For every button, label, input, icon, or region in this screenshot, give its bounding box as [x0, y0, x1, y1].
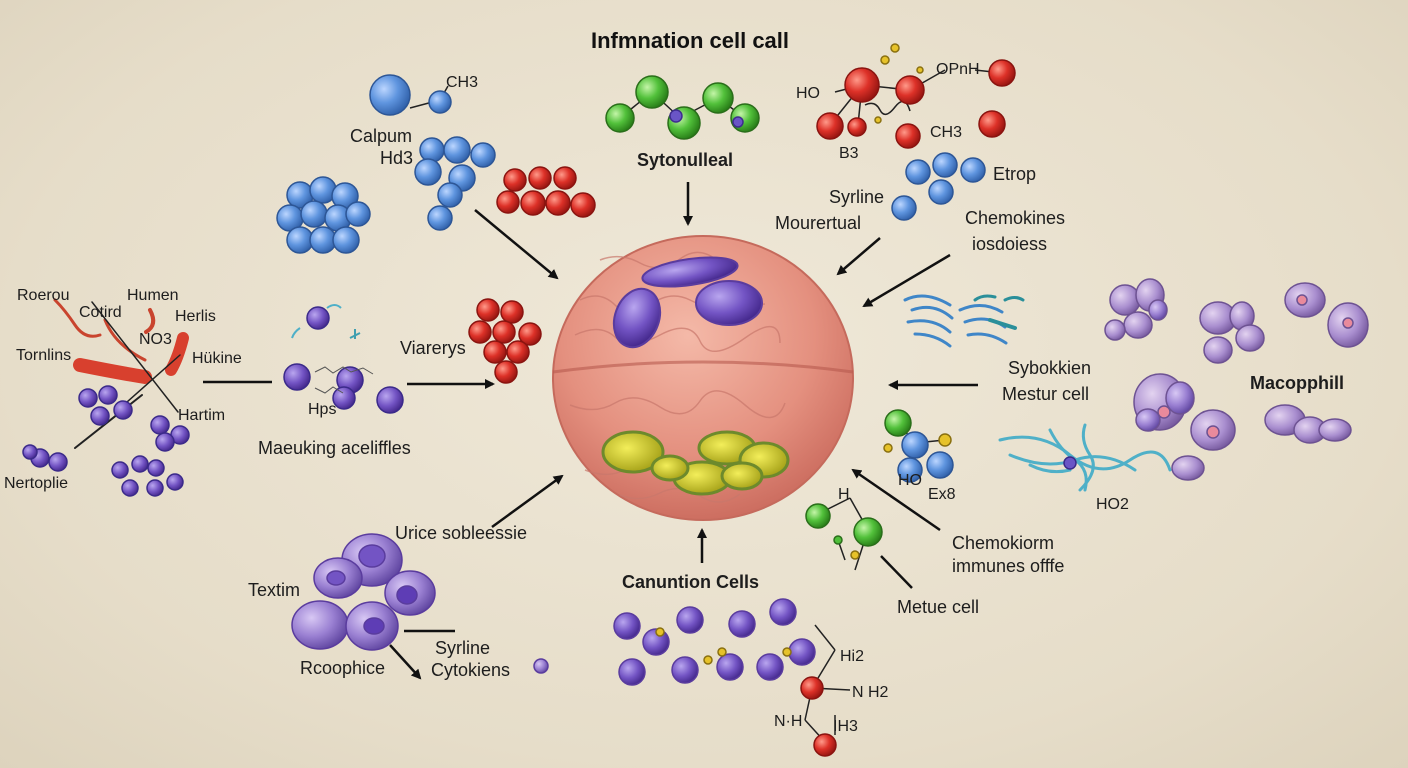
red-molecule-bottom: [800, 624, 851, 757]
purple-cell-cluster-left: [22, 385, 190, 497]
arrow-icon: [851, 468, 941, 532]
label-ch3-right: CH3: [930, 124, 963, 141]
label-h: H: [838, 486, 850, 503]
arrow-icon: [491, 474, 564, 529]
label-viarerys: Viarerys: [400, 338, 466, 358]
label-metue: Metue cell: [897, 597, 980, 617]
connector-line: [880, 555, 913, 589]
label-tornlins: Tornlins: [16, 347, 72, 364]
red-molecule-cluster: [496, 166, 596, 218]
label-oph: OPnH: [936, 61, 980, 78]
arrow-icon: [836, 237, 881, 276]
label-ih3: IH3: [833, 718, 858, 735]
label-rcoophice: Rcoophice: [300, 658, 386, 678]
blue-strands: [903, 294, 1025, 348]
label-ho-mid: HO: [898, 472, 922, 489]
label-etrop: Etrop: [993, 164, 1037, 184]
yellow-organelles: [601, 430, 790, 496]
label-nh: N·H: [774, 713, 803, 730]
red-molecule: [816, 43, 1016, 149]
label-hartim: Hartim: [178, 407, 226, 424]
red-strands: [53, 298, 189, 449]
label-syrline-bot: Syrline: [435, 638, 491, 658]
label-iosdoiess: iosdoiess: [972, 234, 1048, 254]
label-ho-top: HO: [796, 85, 820, 102]
label-cotird: Cotird: [79, 304, 122, 321]
central-cell: [552, 235, 854, 521]
label-sybokkien: Sybokkien: [1008, 358, 1092, 378]
label-nh2: N H2: [852, 684, 889, 701]
green-molecule-bottom: [805, 497, 883, 571]
label-mestur: Mestur cell: [1002, 384, 1090, 404]
blue-molecule-group: [891, 152, 986, 221]
arrow-icon: [389, 644, 422, 680]
label-ch3-top: CH3: [446, 74, 479, 91]
label-herlis: Herlis: [175, 308, 216, 325]
page-title: Infmnation cell call: [590, 28, 790, 53]
label-hi2: Hi2: [840, 648, 865, 665]
label-humen: Humen: [127, 287, 179, 304]
label-roerou: Roerou: [17, 287, 70, 304]
green-molecule: [605, 75, 760, 140]
arrow-icon: [474, 209, 559, 280]
label-chemokines: Chemokines: [965, 208, 1066, 228]
label-nertoplie: Nertoplie: [4, 475, 69, 492]
arrow-icon: [862, 253, 951, 308]
label-maeuking: Maeuking aceliffles: [258, 438, 411, 458]
label-ex8: Ex8: [928, 486, 956, 503]
label-ho2: HO2: [1096, 496, 1129, 513]
label-cytokiens: Cytokiens: [431, 660, 511, 680]
label-hakine: Hükine: [192, 350, 242, 367]
purple-spheres-bottom: [613, 598, 816, 686]
label-macopphill: Macopphill: [1250, 373, 1344, 393]
arrows: [203, 182, 978, 680]
label-hps: Hps: [308, 401, 337, 418]
label-syrline-top: Syrline: [829, 187, 885, 207]
label-b3: B3: [839, 145, 859, 162]
label-no3: NO3: [139, 331, 172, 348]
label-chemokiorm: Chemokiorm: [952, 533, 1055, 553]
mixed-molecule: [883, 409, 954, 483]
label-urice: Urice sobleessie: [395, 523, 528, 543]
purple-molecule-complex: [283, 304, 404, 414]
label-hd3: Hd3: [380, 148, 414, 168]
label-mourertual: Mourertual: [775, 213, 862, 233]
red-cluster-viarerys: [468, 298, 542, 384]
blue-molecule-cluster: [276, 74, 496, 254]
label-immunes: immunes offfe: [952, 556, 1065, 576]
purple-cells-bottom-left: [291, 533, 549, 674]
label-sytonulleal: Sytonulleal: [637, 150, 734, 170]
macrophage-cells: [1104, 278, 1369, 481]
cyan-filament: [998, 423, 1172, 492]
label-canuntion: Canuntion Cells: [622, 572, 760, 592]
label-calpum: Calpum: [350, 126, 413, 146]
label-textim: Textim: [248, 580, 301, 600]
